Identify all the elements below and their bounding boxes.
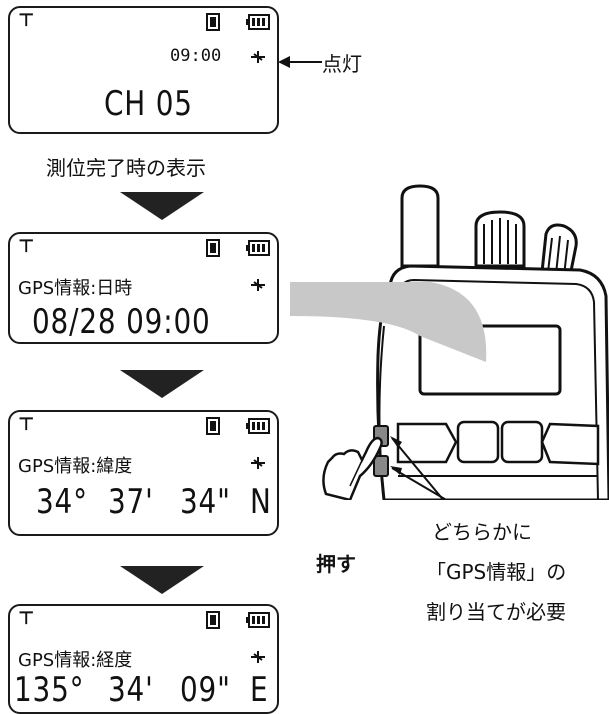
gps-info-label: GPS情報:緯度 [18,456,133,477]
arrow-down-2 [120,370,204,398]
battery-icon [246,240,270,256]
lcd-screen-channel: ⊤ 09:00 CH 05 [8,6,279,134]
radio-illustration [290,184,609,500]
latitude-direction: N [250,482,272,522]
antenna-icon: ⊤ [18,10,35,31]
note-line-2: 「GPS情報」の [426,560,567,584]
callout-lit-label: 点灯 [322,52,362,76]
high-power-icon [206,417,220,435]
lcd-screen-longitude: ⊤ GPS情報:経度 135° 34' 09" E [8,604,279,714]
longitude-degrees: 135° [14,670,85,710]
high-power-icon [206,13,220,31]
longitude-direction: E [250,670,269,710]
gps-info-label: GPS情報:経度 [18,650,133,671]
caption-fix: 測位完了時の表示 [46,156,206,180]
assignment-note: どちらかに 「GPS情報」の 割り当てが必要 [426,512,566,632]
antenna-icon: ⊤ [18,608,35,629]
gps-icon [251,51,265,63]
latitude-degrees: 34° [36,482,88,522]
note-line-3: 割り当てが必要 [426,600,566,624]
datetime-value: 08/28 09:00 [32,302,211,342]
longitude-minutes: 34' [108,670,154,710]
gps-info-label: GPS情報:日時 [18,278,133,299]
callout-arrow [278,56,322,68]
press-label: 押す [316,552,356,576]
longitude-seconds: 09" [180,670,231,710]
latitude-minutes: 37' [108,482,154,522]
battery-icon [246,14,270,30]
battery-icon [246,612,270,628]
antenna-icon: ⊤ [18,236,35,257]
arrow-down-3 [120,566,204,594]
latitude-seconds: 34" [180,482,231,522]
battery-icon [246,418,270,434]
gps-icon [251,651,265,663]
channel-display: CH 05 [104,84,193,124]
lcd-screen-datetime: ⊤ GPS情報:日時 08/28 09:00 [8,232,279,344]
high-power-icon [206,239,220,257]
arrow-down-1 [120,192,204,220]
clock-time: 09:00 [170,46,222,66]
note-line-1: どちらかに [432,520,532,544]
lcd-screen-latitude: ⊤ GPS情報:緯度 34° 37' 34" N [8,410,279,536]
high-power-icon [206,611,220,629]
gps-icon [251,279,265,291]
antenna-icon: ⊤ [18,414,35,435]
gps-icon [251,457,265,469]
